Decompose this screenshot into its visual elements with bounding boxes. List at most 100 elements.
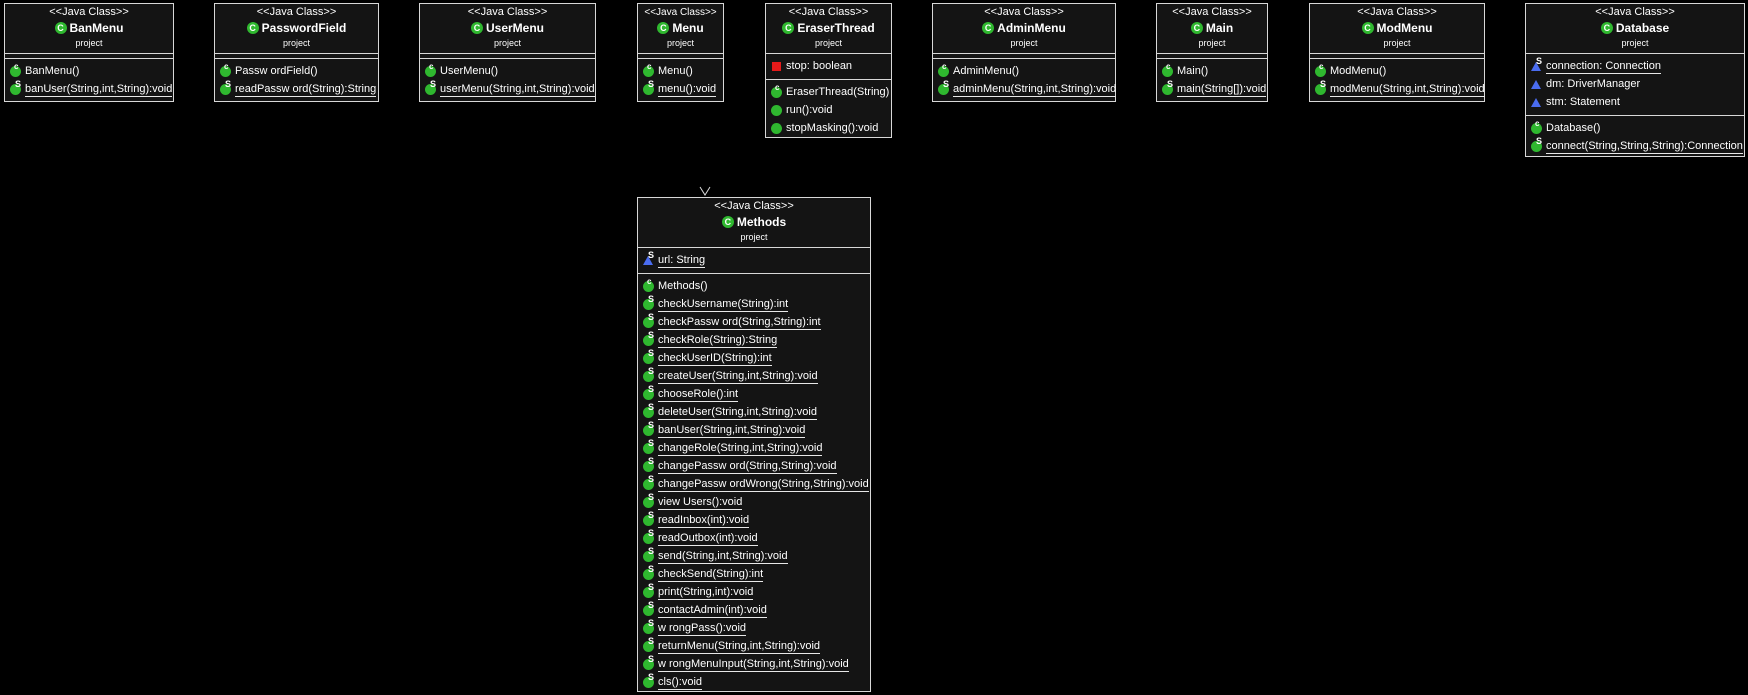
class-name: BanMenu [69,21,124,35]
package-label: project [740,232,768,242]
class-icon: C [657,22,670,34]
field[interactable]: stop: boolean [766,58,891,76]
public-static-method-icon: S [219,79,235,97]
class-name: UserMenu [485,21,544,35]
stereotype-label: <<Java Class>> [984,6,1064,18]
method[interactable]: stopMasking():void [766,120,891,138]
fields-section [420,54,595,59]
public-static-method-icon: S [642,79,658,97]
class-name: Menu [672,21,704,35]
fields-section [215,54,378,59]
public-static-method-icon: S [642,510,658,528]
public-constructor-icon: c [1314,62,1330,79]
stereotype-label: <<Java Class>> [1595,6,1675,18]
field[interactable]: dm: DriverManager [1526,76,1744,94]
package-label: project [493,38,521,48]
public-static-method-icon: S [642,456,658,474]
package-label: project [1198,38,1226,48]
field[interactable]: stm: Statement [1526,94,1744,112]
package-label: project [1621,38,1649,48]
fields-section [638,54,723,59]
class-name: Methods [736,215,787,229]
package-static-field-icon: S [642,250,658,268]
public-static-method-icon: S [642,330,658,348]
stereotype-label: <<Java Class>> [644,7,717,18]
public-constructor-icon: c [642,62,658,79]
method[interactable]: run():void [766,102,891,120]
fields-section [1310,54,1484,59]
public-static-method-icon: S [642,600,658,618]
stereotype-label: <<Java Class>> [714,200,794,212]
public-static-method-icon: S [1530,136,1546,154]
fields-section [933,54,1115,59]
class-icon: C [470,22,483,34]
package-label: project [282,38,310,48]
package-field-icon [1530,78,1546,92]
fields-section: stop: boolean [766,54,891,80]
public-static-method-icon: S [937,79,953,97]
package-field-icon [1530,96,1546,110]
class-name: AdminMenu [997,21,1066,35]
package-label: project [1010,38,1038,48]
public-static-method-icon: S [642,654,658,672]
public-constructor-icon: c [937,62,953,79]
fields-section [1157,54,1267,59]
